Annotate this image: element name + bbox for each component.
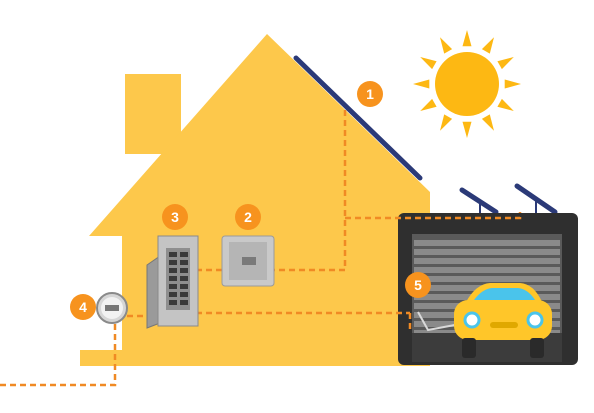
garage-door-slat (414, 258, 560, 264)
marker-3: 3 (162, 204, 188, 230)
car-icon (454, 283, 552, 358)
house-ground (80, 350, 430, 366)
garage-door-slat (414, 276, 560, 282)
sun-icon (413, 30, 521, 138)
marker-5-label: 5 (414, 277, 422, 293)
breaker-switch (180, 276, 188, 281)
breaker-switch (169, 276, 177, 281)
marker-2-label: 2 (244, 209, 252, 225)
wiring (0, 110, 522, 387)
breaker-switch (180, 260, 188, 265)
sun-ray (462, 121, 472, 138)
breaker-switch (169, 260, 177, 265)
garage-door-slat (414, 267, 560, 273)
marker-1-label: 1 (366, 86, 374, 102)
breaker-switch (169, 284, 177, 289)
breaker-panel-icon (146, 235, 199, 329)
solar-panel-icon (293, 55, 423, 181)
garage-solar-panel-1 (459, 187, 499, 215)
marker-4-label: 4 (79, 299, 87, 315)
sun-ray (413, 79, 430, 89)
breaker-switch (180, 300, 188, 305)
sun-ray (481, 114, 494, 131)
sun-ray (481, 37, 494, 54)
breaker-switch (169, 252, 177, 257)
sun-ray (504, 79, 521, 89)
sun-ray (420, 98, 437, 111)
sun-ray (497, 98, 514, 111)
sun-ray (420, 57, 437, 70)
sun-ray (440, 37, 453, 54)
marker-2: 2 (235, 204, 261, 230)
inverter-icon (221, 235, 275, 287)
breaker-switch (180, 252, 188, 257)
marker-1: 1 (357, 81, 383, 107)
breaker-switch (169, 300, 177, 305)
marker-5: 5 (405, 272, 431, 298)
garage-door-slat (414, 249, 560, 255)
marker-4: 4 (70, 294, 96, 320)
sun-ray (440, 114, 453, 131)
marker-3-label: 3 (171, 209, 179, 225)
breaker-switch (180, 268, 188, 273)
sun-ray (497, 57, 514, 70)
charge-cable (417, 311, 461, 332)
garage-door-slat (414, 240, 560, 246)
breaker-switch (180, 284, 188, 289)
breaker-switch (169, 268, 177, 273)
utility-meter-icon (96, 292, 128, 324)
breaker-switch (180, 292, 188, 297)
chimney (125, 74, 181, 154)
breaker-switch (169, 292, 177, 297)
sun-ray (462, 30, 472, 47)
